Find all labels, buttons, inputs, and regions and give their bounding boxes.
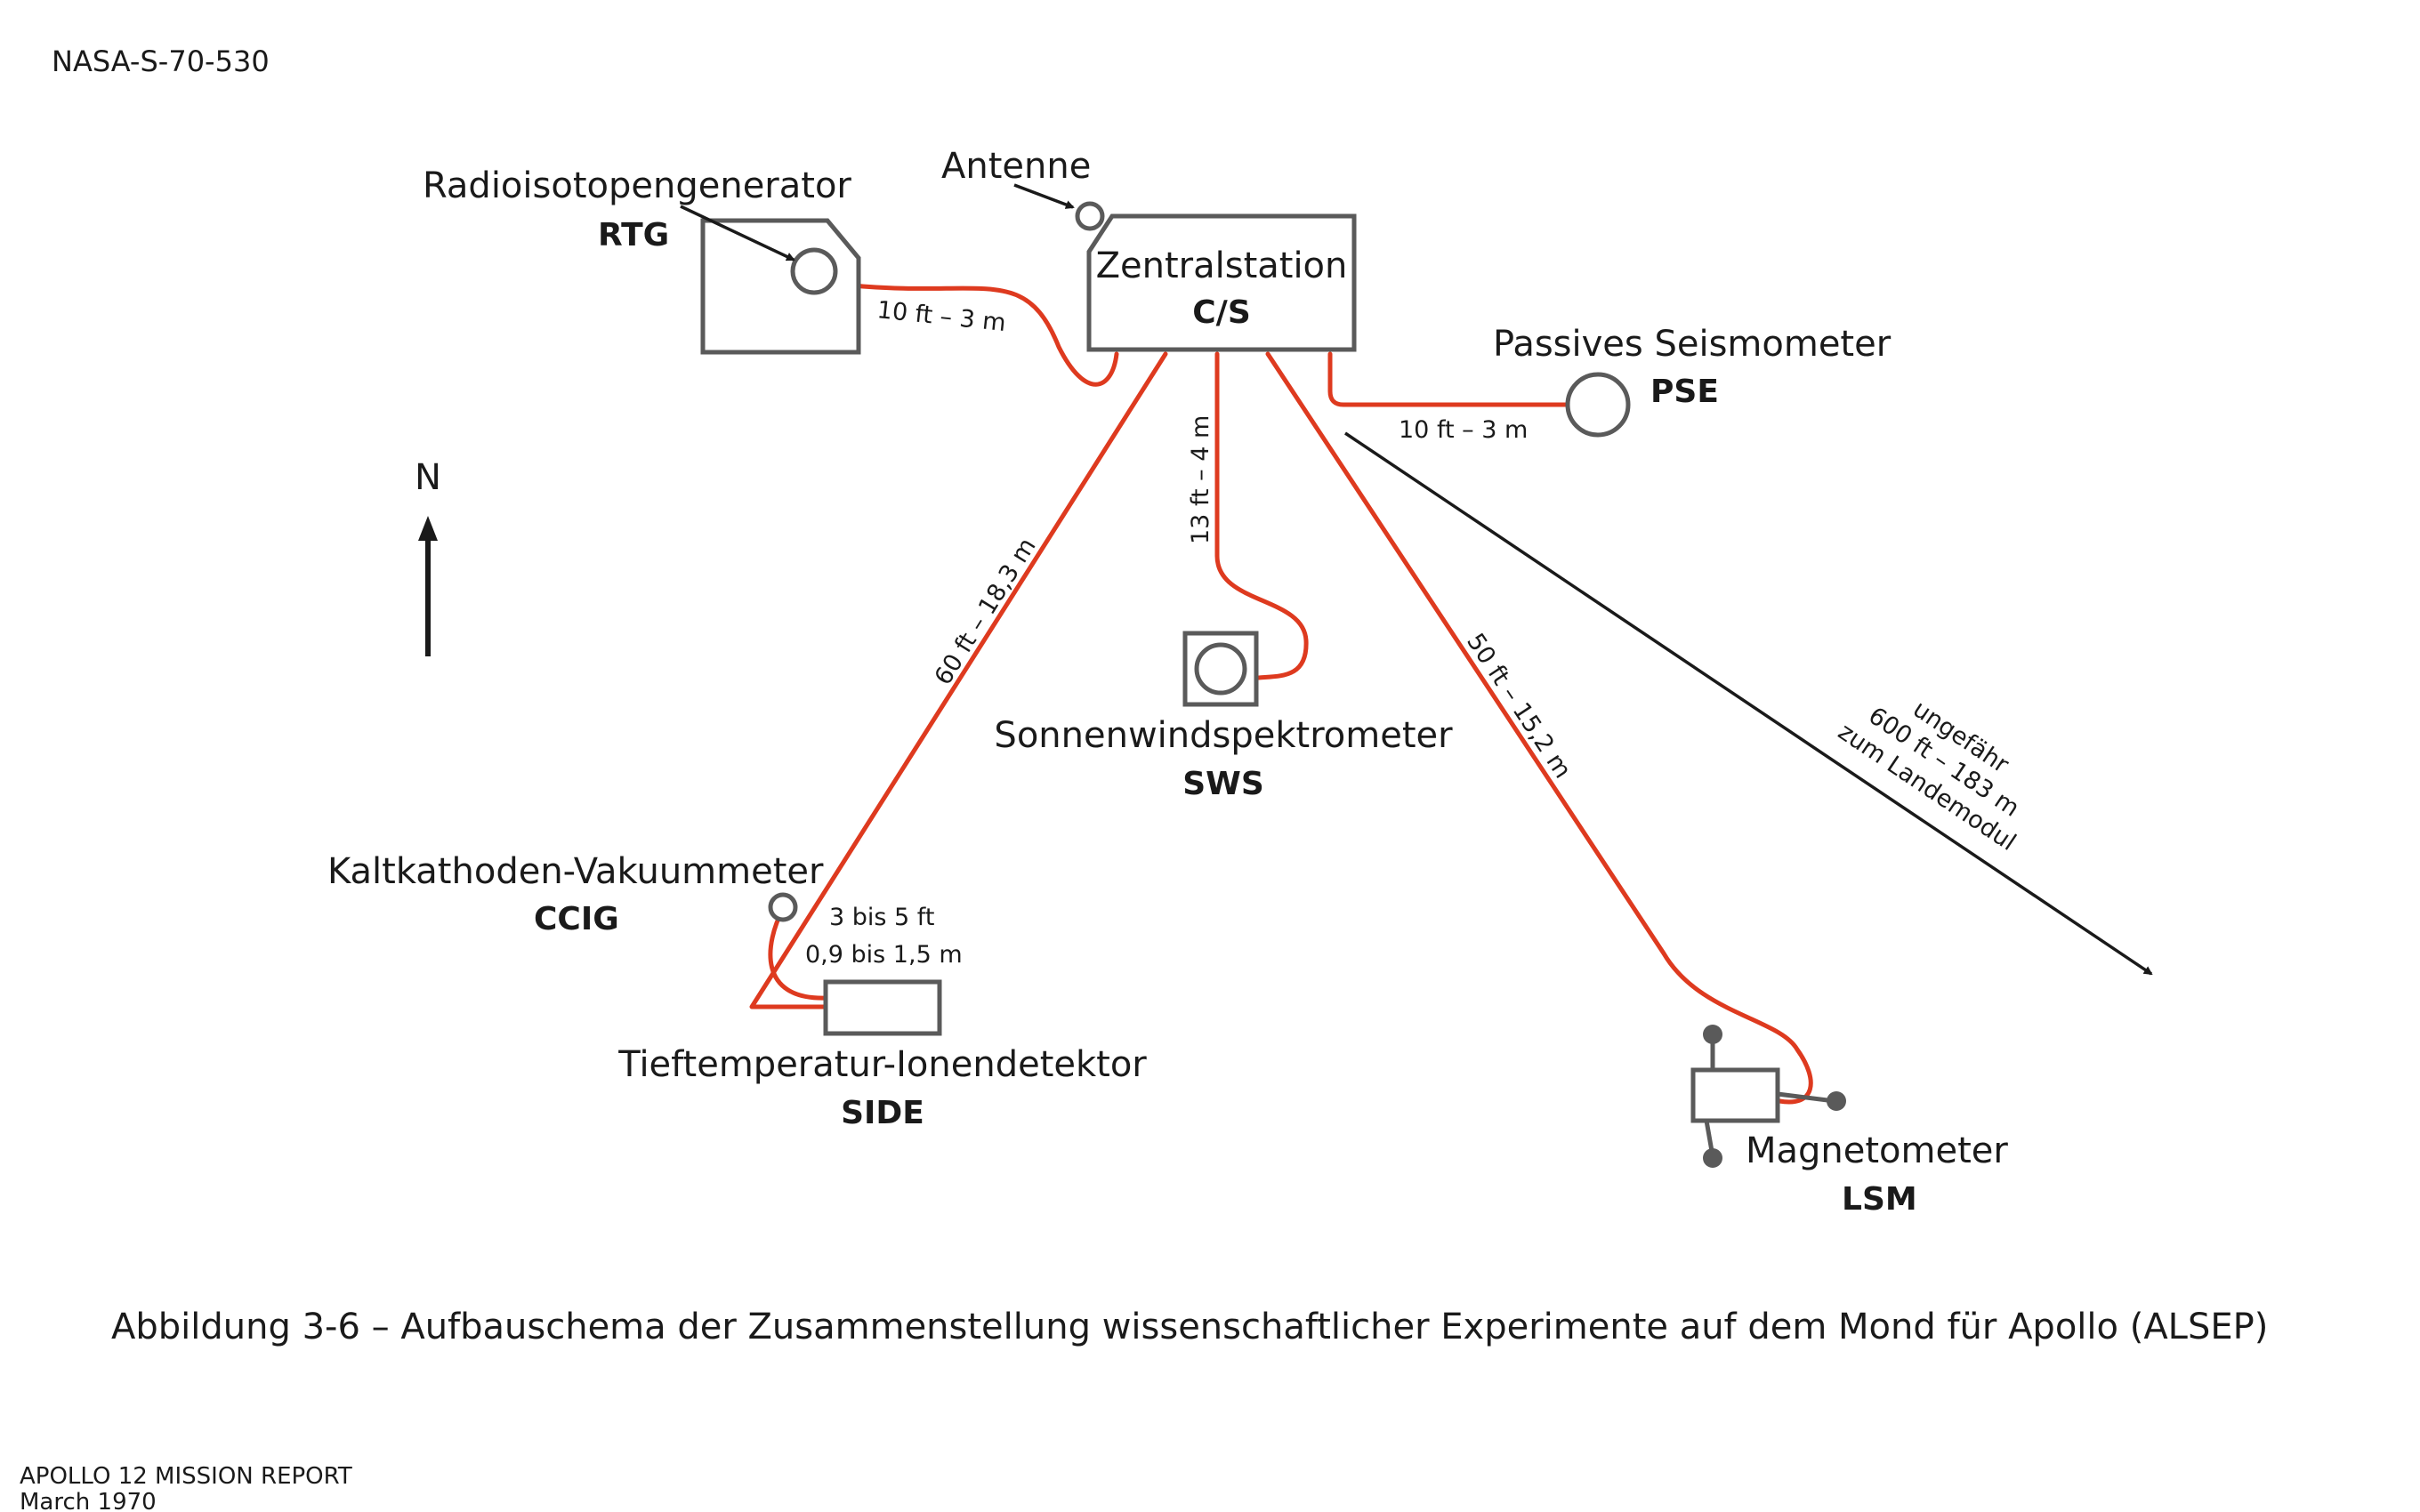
rtg-pointer-arrow [680, 205, 795, 261]
report-date: March 1970 [20, 1489, 157, 1512]
rtg-label: Radioisotopengenerator [423, 165, 851, 206]
antenna-pointer-arrow [1013, 183, 1075, 209]
cable-length-cs-sws: 13 ft – 4 m [1187, 415, 1214, 544]
antenna-label: Antenne [941, 146, 1091, 187]
north-arrow [418, 516, 438, 656]
ccig-abbr: CCIG [534, 901, 619, 937]
cable-length-rtg-cs: 10 ft – 3 m [875, 296, 1007, 337]
pse-abbr: PSE [1650, 374, 1719, 410]
side-unit [823, 979, 942, 1036]
pse-unit [1565, 372, 1631, 438]
sws-abbr: SWS [1182, 766, 1264, 802]
lsm-label: Magnetometer [1746, 1130, 2008, 1171]
cable-length-cs-side: 60 ft – 18,3 m [930, 534, 1042, 690]
side-abbr: SIDE [841, 1095, 924, 1131]
lsm-abbr: LSM [1842, 1181, 1917, 1218]
figure-caption: Abbildung 3-6 – Aufbauschema der Zusamme… [111, 1307, 2268, 1347]
lunar-module-direction-label: ungefähr 600 ft – 183 m zum Landemodul [1833, 696, 2024, 857]
cable-length-cs-lsm: 50 ft – 15,2 m [1461, 629, 1577, 784]
ccig-label: Kaltkathoden-Vakuummeter [327, 851, 824, 892]
cable-central-station-to-pse [1327, 351, 1570, 407]
antenna-icon [1075, 201, 1105, 231]
lunar-module-direction-arrow [1344, 431, 2153, 976]
cable-length-ccig-side-m: 0,9 bis 1,5 m [805, 941, 963, 969]
rtg-abbr: RTG [598, 217, 669, 253]
cable-central-station-to-side [749, 351, 1168, 1009]
report-title: APOLLO 12 MISSION REPORT [20, 1463, 352, 1490]
north-label: N [415, 457, 441, 498]
central-station-abbr: C/S [1192, 294, 1251, 331]
sws-unit [1182, 631, 1259, 707]
ccig-unit [768, 892, 798, 922]
cable-central-station-to-sws [1214, 351, 1309, 680]
central-station-label: Zentralstation [1096, 245, 1348, 286]
cable-ccig-to-side [768, 906, 830, 1001]
document-id: NASA-S-70-530 [52, 44, 270, 78]
central-station-box [1086, 213, 1357, 352]
cable-length-cs-pse: 10 ft – 3 m [1399, 416, 1528, 444]
rtg-unit [700, 218, 861, 355]
sws-label: Sonnenwindspektrometer [994, 715, 1453, 756]
lsm-unit [1690, 1025, 1846, 1168]
pse-label: Passives Seismometer [1493, 324, 1892, 365]
side-label: Tieftemperatur-Ionendetektor [617, 1044, 1147, 1085]
cable-rtg-to-central-station [827, 280, 1119, 387]
cable-length-ccig-side-ft: 3 bis 5 ft [829, 904, 934, 931]
